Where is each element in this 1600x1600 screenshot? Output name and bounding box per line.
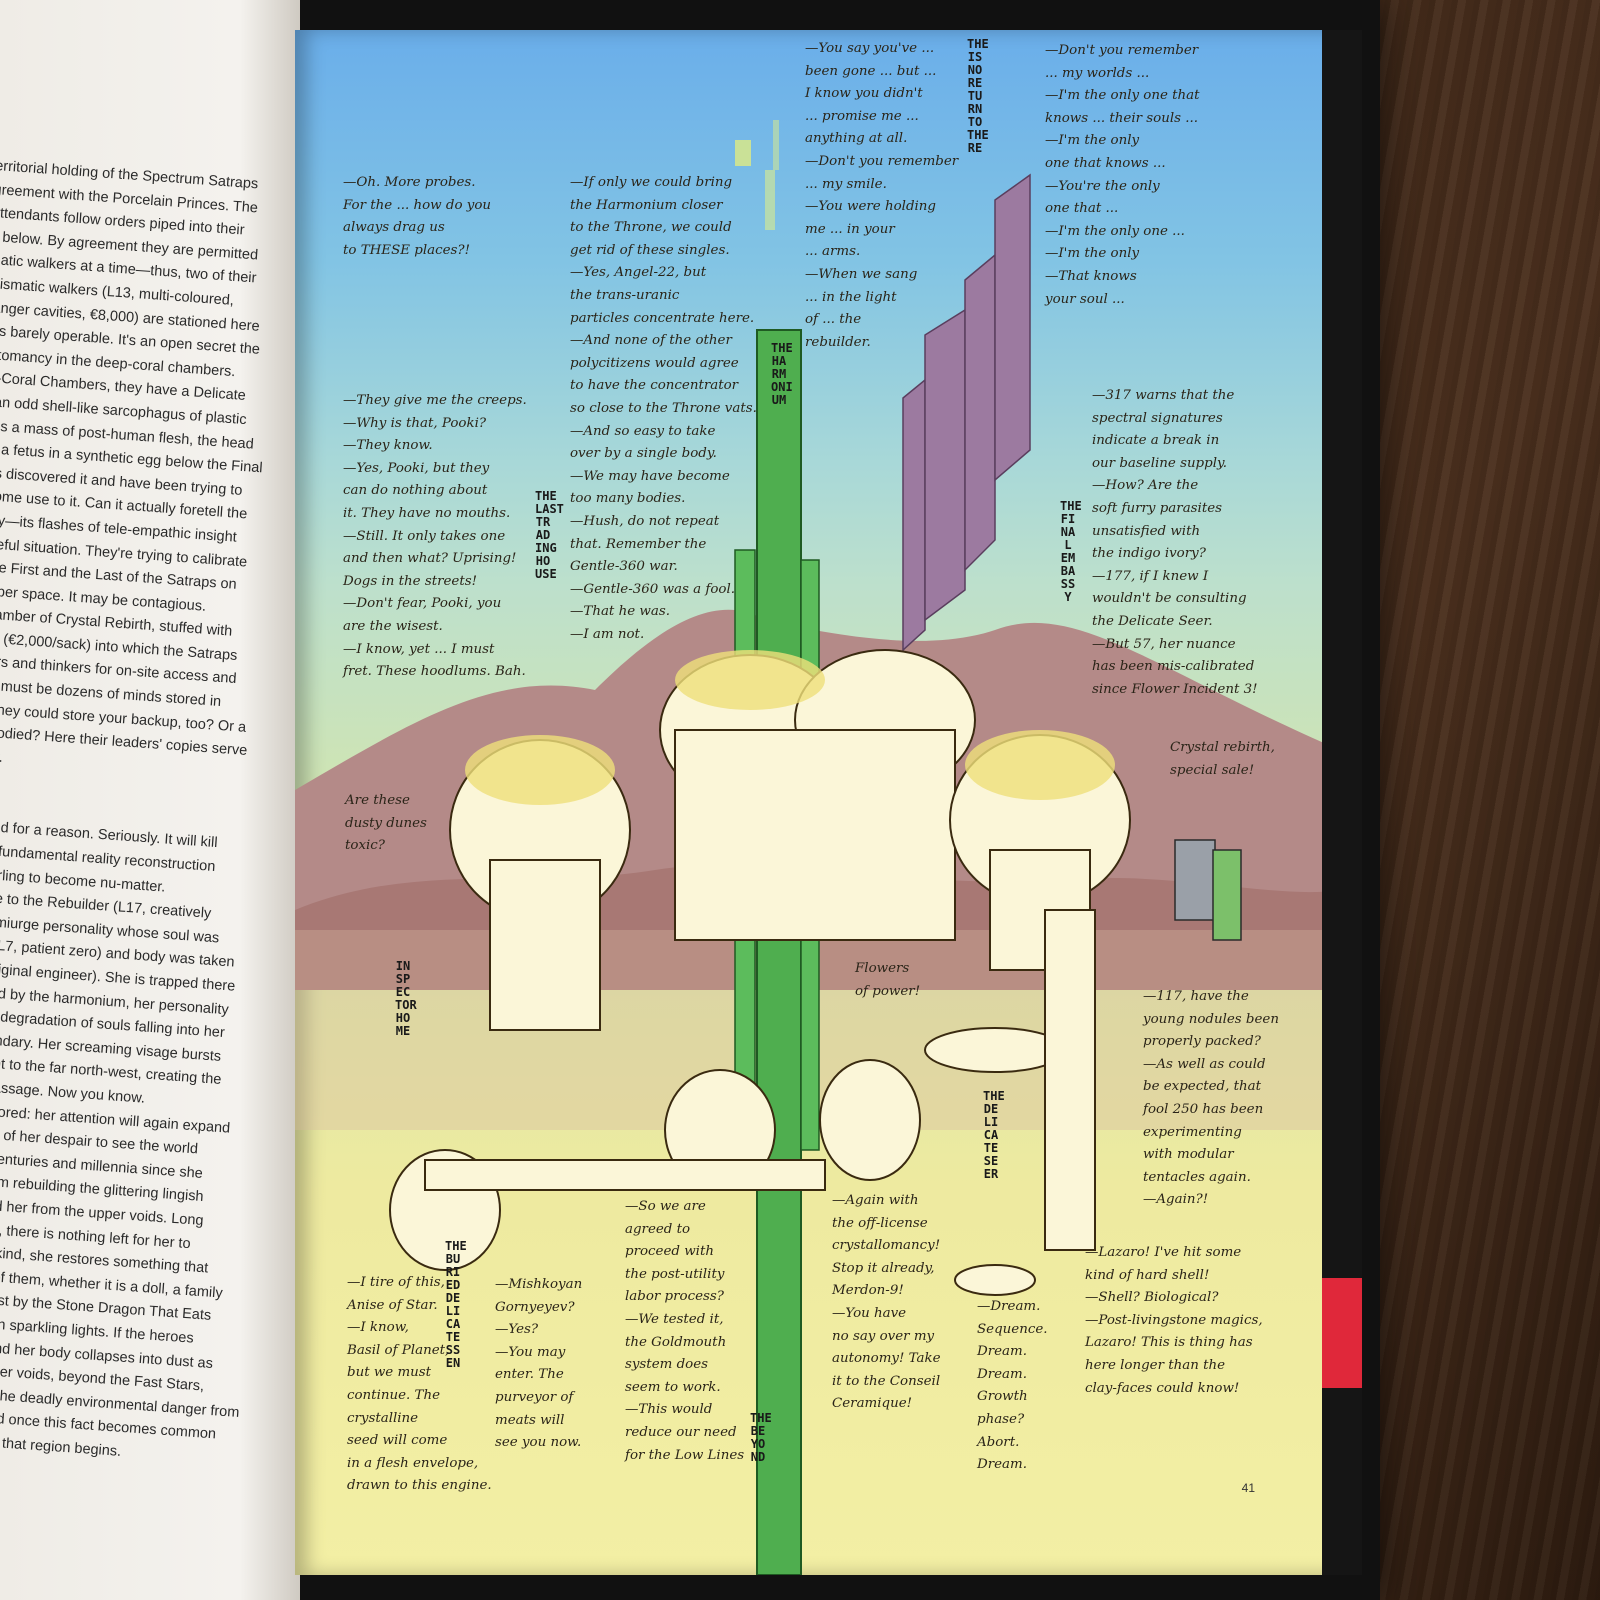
purple-shard-tower (902, 173, 1031, 652)
robot-walkers (1174, 839, 1242, 941)
label-inspector-home: IN SP EC TOR HO ME (395, 959, 417, 1038)
red-bookmark-tab (1322, 1278, 1362, 1388)
caption-dream: —Dream. Sequence. Dream. Dream. Growth p… (977, 1299, 1048, 1473)
label-no-return: THE IS NO RE TU RN TO THE RE (967, 37, 989, 155)
caption-offlicense: —Again with the off-license crystalloman… (832, 1193, 941, 1412)
caption-gone: —You say you've ... been gone ... but ..… (805, 41, 959, 350)
caption-agreed: —So we are agreed to proceed with the po… (625, 1199, 745, 1463)
illustration-art (295, 120, 1340, 1575)
caption-spectral: —317 warns that the spectral signatures … (1092, 388, 1258, 697)
left-page-text: erritorial holding of the Spectrum Satra… (0, 155, 295, 1470)
caption-nodules: —117, have the young nodules been proper… (1143, 989, 1279, 1208)
label-buried-delicatessen: THE BU RI ED DE LI CA TE SS EN (445, 1239, 467, 1370)
right-page-illustration: —Oh. More probes. For the ... how do you… (295, 30, 1340, 1575)
domes (389, 649, 1131, 1296)
label-last-trading-house: THE LAST TR AD ING HO USE (535, 489, 564, 581)
caption-tired: —I tire of this, Anise of Star. —I know,… (347, 1275, 492, 1494)
label-delicate-seer: THE DE LI CA TE SE ER (983, 1089, 1005, 1181)
dome-caps (465, 650, 1115, 805)
label-harmonium: THE HA RM ONI UM (771, 341, 793, 407)
caption-lazaro: —Lazaro! I've hit some kind of hard shel… (1085, 1245, 1263, 1396)
caption-probes: —Oh. More probes. For the ... how do you… (343, 175, 492, 258)
caption-crystal-sale: Crystal rebirth, special sale! (1170, 740, 1275, 778)
caption-worlds: —Don't you remember ... my worlds ... —I… (1045, 43, 1200, 307)
page-number: 41 (1241, 1481, 1255, 1495)
caption-harmonium: —If only we could bring the Harmonium cl… (570, 175, 757, 642)
label-the-beyond: THE BE YO ND (750, 1411, 772, 1464)
caption-creeps: —They give me the creeps. —Why is that, … (343, 393, 527, 680)
left-page: erritorial holding of the Spectrum Satra… (0, 0, 300, 1600)
caption-dunes: Are these dusty dunes toxic? (345, 793, 427, 854)
caption-flowers: Flowers of power! (855, 961, 921, 999)
caption-mishkoyan: —Mishkoyan Gornyeyev? —Yes? —You may ent… (495, 1277, 583, 1451)
label-final-embassy: THE FI NA L EM BA SS Y (1060, 499, 1082, 604)
